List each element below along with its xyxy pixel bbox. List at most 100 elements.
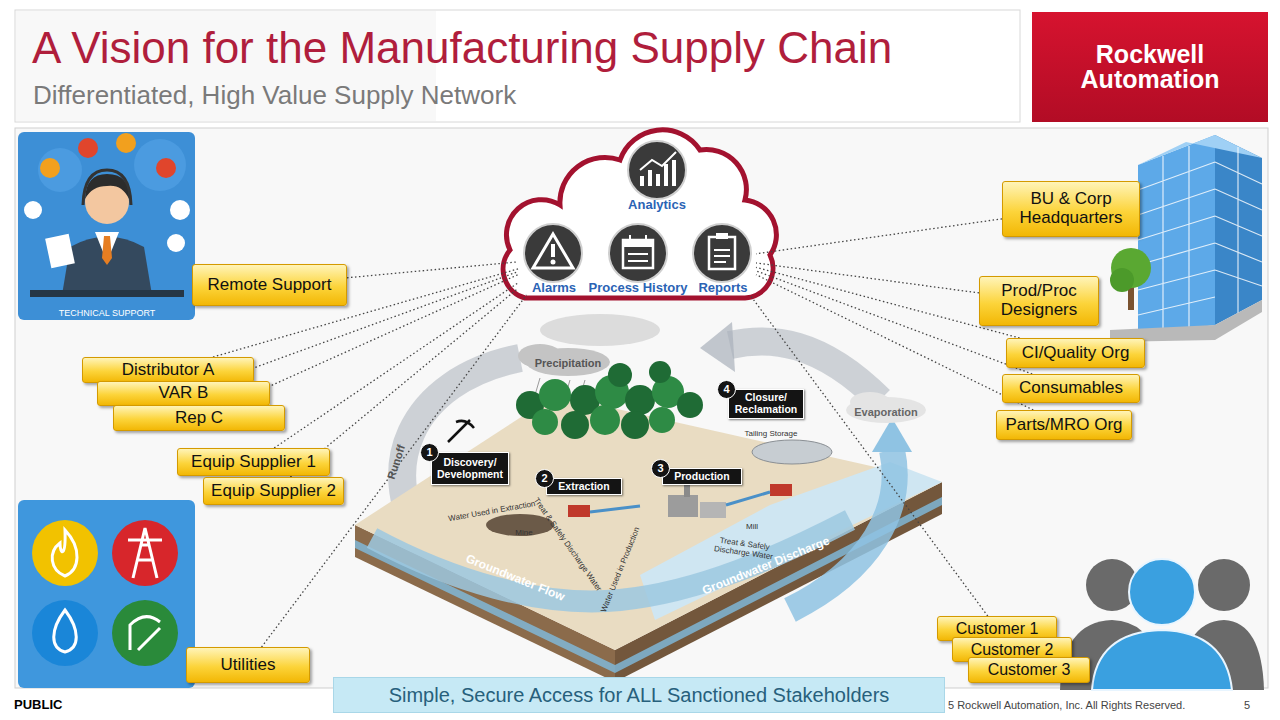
stakeholder-name: Remote Support: [208, 276, 332, 295]
analytics-cloud: [503, 130, 776, 298]
stakeholder-name: Customer 3: [988, 661, 1071, 679]
customer-people: [1060, 559, 1264, 690]
illustration-label: Mill: [746, 523, 758, 532]
callout-number: 3: [651, 459, 670, 478]
cloud-icons: [714, 250, 730, 262]
illustration-label: Tailing Storage: [745, 430, 798, 439]
technical-support-picture: [18, 132, 195, 320]
forest: [539, 379, 571, 411]
headquarters-building: [1138, 146, 1262, 332]
stakeholder-name: CI/Quality Org: [1022, 344, 1130, 363]
cloud-icons: [628, 235, 648, 261]
banner-text: Simple, Secure Access for ALL Sanctioned…: [389, 684, 890, 707]
stakeholder-tag: Equip Supplier 2: [203, 477, 344, 505]
callout-number: 1: [420, 443, 439, 462]
mining-illustration: [668, 495, 698, 517]
technical-support-picture: [83, 170, 131, 205]
cloud-icons: [623, 240, 653, 247]
technical-support-picture: [38, 148, 82, 192]
utilities-picture: [112, 520, 178, 586]
cloud-icons: [524, 141, 751, 282]
stakeholder-name: Equip Supplier 1: [191, 453, 316, 472]
utilities-picture: [54, 610, 77, 652]
utilities-picture: [18, 500, 195, 688]
footer-text: 5: [1244, 699, 1250, 711]
stakeholder-name: Customer 2: [971, 641, 1054, 659]
stakeholder-tag: Utilities: [186, 647, 310, 683]
footer-text: 5 Rockwell Automation, Inc. All Rights R…: [948, 699, 1185, 711]
stakeholder-name: Utilities: [221, 656, 276, 675]
step-label: Discovery/ Development: [432, 457, 508, 480]
utilities-picture: [18, 500, 195, 688]
customer-people: [1129, 559, 1195, 625]
forest: [677, 392, 703, 418]
mining-illustration: [752, 440, 832, 464]
step-label: Production: [674, 471, 729, 483]
illustration-label: Mine: [515, 529, 532, 538]
technical-support-picture: [24, 201, 42, 219]
stakeholder-tag: Equip Supplier 1: [177, 448, 330, 476]
technical-support-picture: [170, 200, 190, 220]
stakeholder-name: Parts/MRO Org: [1005, 416, 1122, 435]
analytics-cloud: [503, 130, 776, 298]
customer-people: [1092, 630, 1232, 690]
mining-illustration: [770, 484, 792, 496]
icon-label: Process History: [582, 280, 694, 295]
stakeholder-tag: Distributor A: [82, 357, 254, 383]
cloud-icons: [709, 237, 735, 269]
slide-subtitle: Differentiated, High Value Supply Networ…: [33, 81, 516, 110]
stakeholder-name: Equip Supplier 2: [211, 482, 336, 501]
cloud-icons: [693, 224, 751, 282]
dotted-connector: [274, 283, 518, 448]
cloud-icons: [551, 244, 555, 257]
mining-illustration: [872, 418, 912, 452]
stakeholder-name: Customer 1: [956, 620, 1039, 638]
cloud-icons: [640, 152, 676, 170]
mining-illustration: [684, 483, 690, 497]
logo-text: Rockwell Automation: [1070, 42, 1230, 92]
icon-label: Analytics: [606, 197, 708, 212]
stakeholder-tag: Remote Support: [192, 264, 347, 306]
mining-illustration: [790, 450, 895, 610]
technical-support-picture: [45, 234, 75, 268]
dotted-connector: [756, 263, 979, 293]
main-panel: [15, 128, 1268, 688]
utilities-picture: [128, 528, 162, 578]
stakeholder-tag: Prod/Proc Designers: [979, 276, 1099, 326]
header-band: [15, 10, 1020, 122]
callout-number: 4: [717, 380, 736, 399]
classification-mark: PUBLIC: [14, 698, 62, 712]
technical-support-picture: [116, 133, 136, 153]
step-label: Extraction: [558, 481, 609, 493]
utilities-picture: [32, 520, 98, 586]
cloud-function-icon: Alarms: [518, 222, 590, 295]
mining-illustration: [568, 505, 590, 517]
dotted-connector: [750, 295, 988, 616]
stakeholder-name: Rep C: [175, 409, 223, 428]
stakeholder-tag: CI/Quality Org: [1006, 338, 1145, 368]
slide-title: A Vision for the Manufacturing Supply Ch…: [32, 22, 892, 74]
stakeholder-name: VAR B: [159, 384, 209, 403]
cloud-function-icon: Process History: [588, 222, 688, 295]
stakeholder-tag: Rep C: [113, 405, 285, 431]
cloud-icons: [533, 234, 573, 268]
technical-support-picture: [62, 237, 152, 296]
technical-support-picture: [156, 158, 176, 178]
technical-support-picture: [167, 234, 185, 252]
utilities-picture: [112, 600, 178, 666]
headquarters-building: [1110, 268, 1134, 292]
forest: [561, 411, 589, 439]
header-band: [15, 10, 1020, 122]
icon-label: Alarms: [512, 280, 596, 295]
mining-illustration: [540, 314, 660, 346]
headquarters-building: [1110, 135, 1262, 342]
mining-illustration: [590, 492, 770, 512]
stakeholder-name: Distributor A: [122, 361, 215, 380]
company-logo: Rockwell Automation: [1032, 12, 1268, 122]
forest: [625, 385, 655, 415]
technical-support-picture: [30, 290, 184, 297]
stakeholder-name: BU & Corp Headquarters: [1006, 190, 1136, 227]
stakeholder-tag: Parts/MRO Org: [996, 410, 1132, 440]
illustration-label: TECHNICAL SUPPORT: [59, 309, 156, 319]
